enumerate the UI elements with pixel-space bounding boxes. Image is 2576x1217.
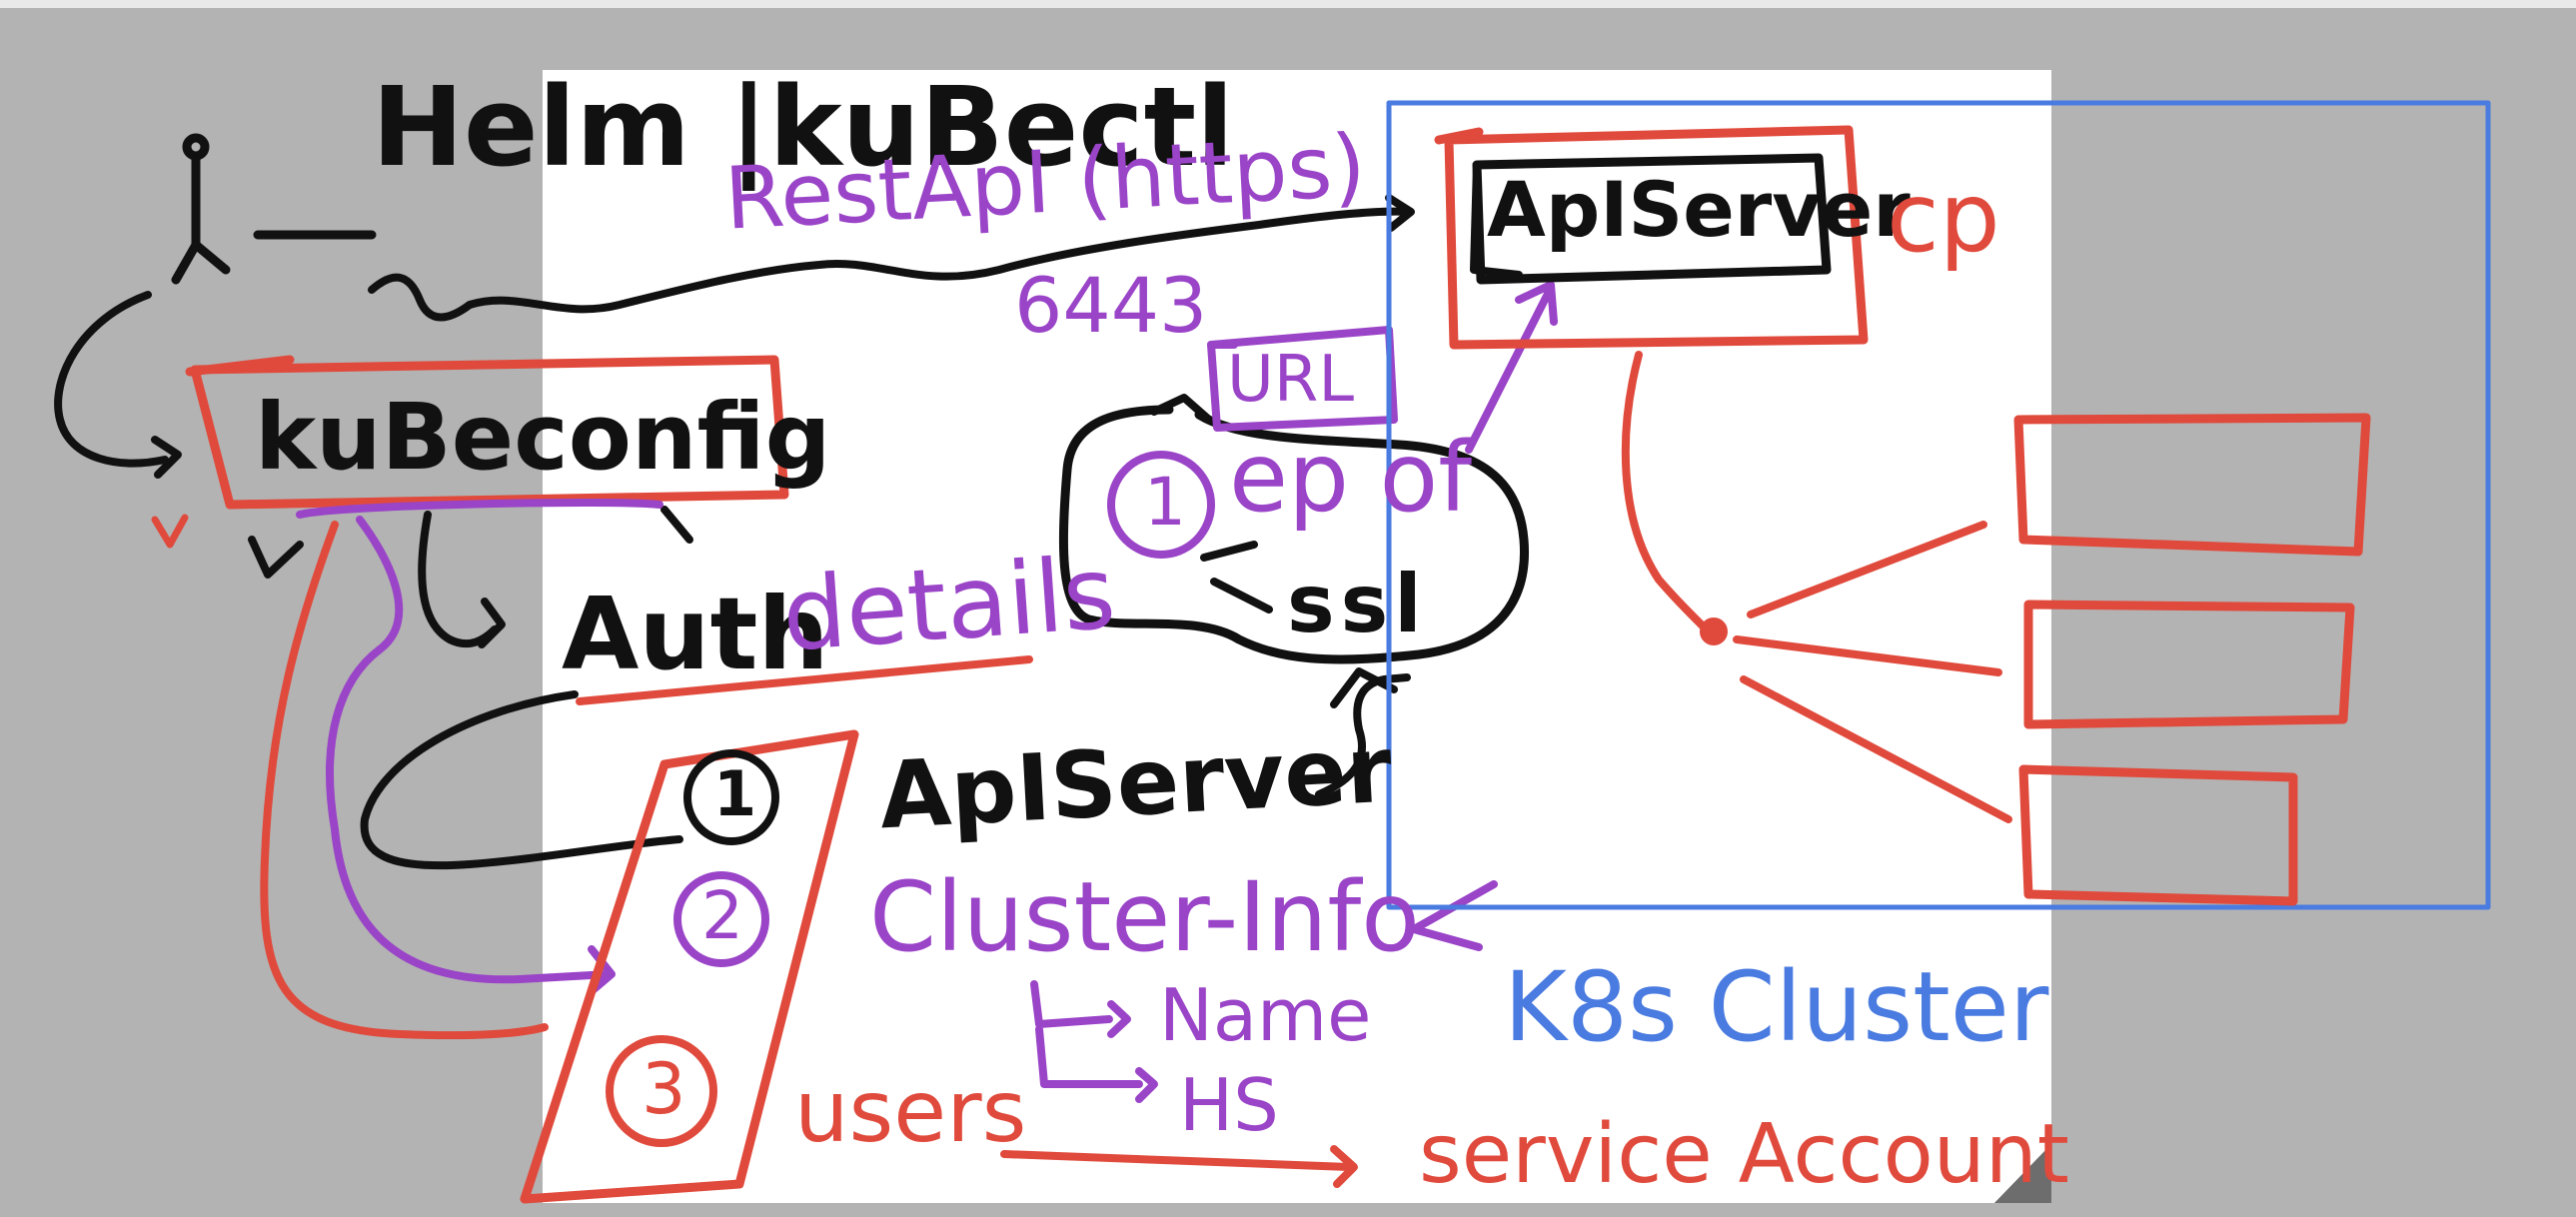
user-to-kubeconfig-arrow [54, 291, 169, 468]
endpoint-bubble [1058, 405, 1530, 664]
kubeconfig-to-auth-arrow [418, 511, 499, 648]
rest-connection-line [368, 207, 1413, 322]
kubeconfig-to-cluster-info-path [296, 499, 663, 984]
users-to-service-account-arrow [1000, 1150, 1353, 1171]
control-plane-box [1444, 125, 1869, 350]
k8s-cluster-box [1386, 100, 2491, 910]
worker-node-3 [2018, 764, 2298, 906]
auth-underline [576, 655, 1033, 705]
numbered-list-box [520, 729, 859, 1204]
item-1-circle [683, 749, 779, 845]
details-label: details [778, 534, 1119, 674]
apiserver-to-ssl-arrow [1315, 673, 1411, 798]
endpoint-number-circle [1107, 451, 1215, 559]
service-account-label: service Account [1419, 1107, 2069, 1202]
cluster-info-pointer [1410, 880, 1498, 951]
node-branch-lines [1733, 521, 2012, 823]
endpoint-label: ep of [1229, 422, 1473, 534]
item-1-label: 1 [713, 757, 757, 830]
item-3-label: 3 [642, 1048, 686, 1130]
url-label: URL [1227, 343, 1354, 417]
kubeconfig-box [190, 355, 789, 510]
helm-kubectl-label: Helm |kuBectl [372, 63, 1234, 191]
stick-figure-icon [171, 133, 377, 285]
whiteboard-page [543, 70, 2051, 1203]
ssl-label: ssl [1287, 558, 1428, 650]
auth-label: Auth [562, 576, 829, 692]
hs-label: HS [1179, 1063, 1279, 1147]
k8s-cluster-label: K8s Cluster [1504, 951, 2049, 1063]
kubeconfig-to-users-path [260, 521, 549, 1040]
item-2-label: 2 [701, 877, 743, 954]
apiserver-box [1472, 153, 1832, 285]
top-strip [0, 0, 2576, 8]
cluster-info-label: Cluster-Info [869, 861, 1420, 973]
kubeconfig-label: kuBeconfig [255, 384, 831, 491]
kubeconfig-arrowhead [151, 436, 182, 479]
rest-arrowhead [1385, 194, 1415, 232]
apiserver-label: ApIServer [876, 715, 1395, 850]
auth-to-list-loop [360, 690, 683, 870]
ep-to-apiserver-arrow [1465, 288, 1553, 454]
endpoint-number-label: 1 [1144, 464, 1186, 541]
worker-node-1 [2013, 413, 2371, 557]
name-label: Name [1159, 973, 1372, 1057]
cp-label: cp [1887, 162, 2000, 274]
users-label: users [794, 1062, 1027, 1162]
item-3-circle [606, 1035, 717, 1147]
cluster-info-branches [1030, 980, 1143, 1088]
url-box [1207, 326, 1398, 432]
item-2-circle [673, 871, 769, 967]
node-hub-dot [1700, 617, 1728, 645]
worker-node-2 [2023, 600, 2355, 729]
cp-to-nodes-line [1621, 351, 1718, 643]
port-label: 6443 [1014, 261, 1208, 350]
apiserver-box-label: ApIServer [1487, 165, 1911, 254]
